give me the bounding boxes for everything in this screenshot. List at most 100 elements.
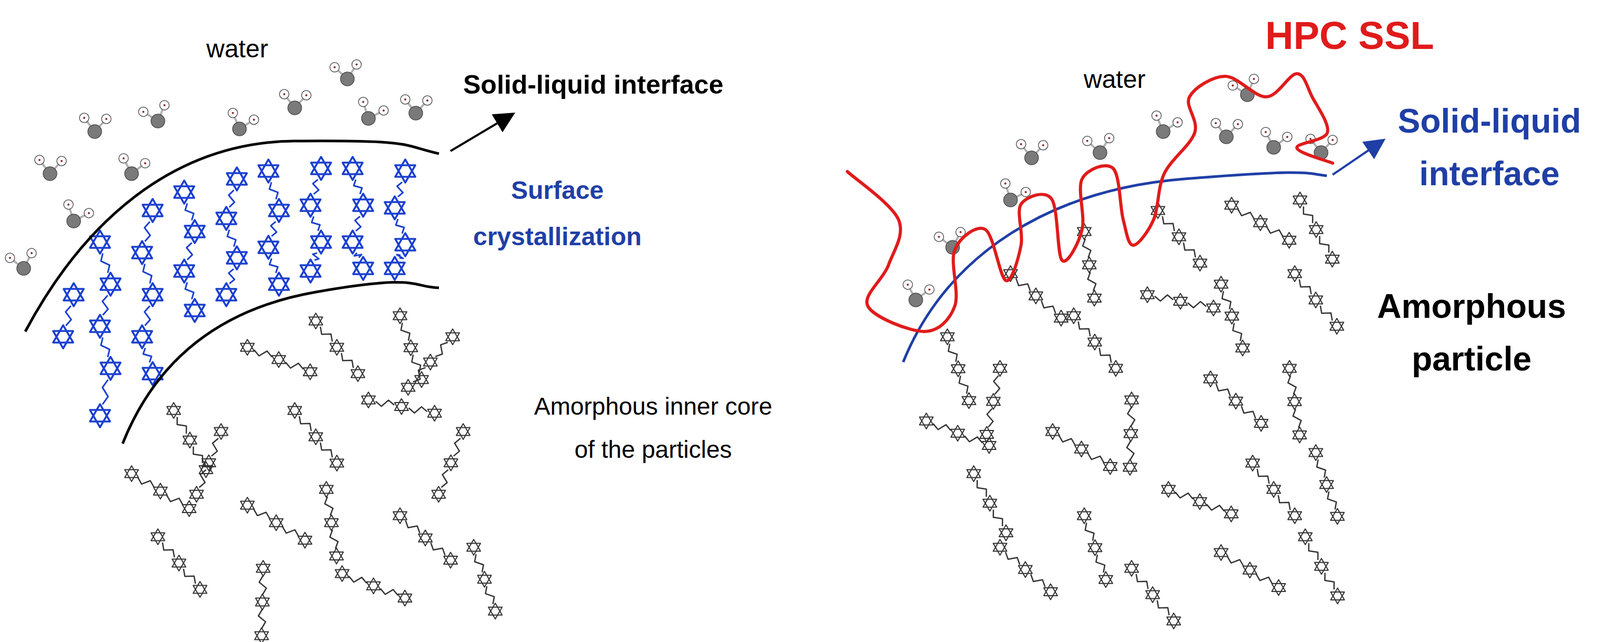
hydrogen-atom <box>118 153 129 164</box>
hydrogen-dot <box>1176 121 1179 124</box>
hydrogen-dot <box>1331 138 1334 142</box>
hydrogen-dot <box>1042 144 1045 147</box>
linker-bond <box>380 588 399 596</box>
ring-symbol <box>982 437 996 454</box>
linker-bond <box>993 510 1003 527</box>
linker-bond <box>1082 238 1092 258</box>
hydrogen-atom <box>34 155 45 165</box>
linker-bond <box>166 495 184 506</box>
ring-symbol <box>166 402 181 419</box>
ring-symbol <box>1330 587 1345 604</box>
linker-bond <box>1005 552 1020 565</box>
ring-symbol <box>300 259 321 283</box>
linker-bond <box>313 179 319 195</box>
ring-symbol <box>394 398 409 415</box>
ring-symbol <box>351 365 365 382</box>
core-boundary <box>122 282 439 444</box>
hydrogen-dot <box>937 235 940 238</box>
linker-bond <box>1087 272 1097 292</box>
hydrogen-dot <box>1155 114 1158 117</box>
oxygen-atom <box>408 106 423 120</box>
layer-label: Surface crystallization <box>462 167 653 260</box>
ring-symbol <box>100 356 121 380</box>
ring-symbol <box>1224 197 1239 214</box>
ring-symbol <box>311 230 332 254</box>
ring-symbol <box>1325 251 1339 267</box>
linker-bond <box>977 480 987 497</box>
ring-symbol <box>1124 560 1139 577</box>
linker-bond <box>341 353 354 368</box>
linker-bond <box>1127 407 1135 427</box>
linker-bond <box>1016 278 1031 292</box>
hydrogen-atom <box>924 284 935 295</box>
ring-symbol <box>184 220 205 244</box>
ring-symbol <box>53 325 74 349</box>
oxygen-atom <box>232 122 247 136</box>
ring-symbol <box>324 514 339 531</box>
ring-symbol <box>174 259 195 283</box>
hydrogen-dot <box>1236 123 1239 126</box>
ring-symbol <box>1161 481 1176 498</box>
hydrogen-atom <box>1000 178 1010 189</box>
ring-symbol <box>1235 340 1250 356</box>
ring-symbol <box>300 193 321 217</box>
hydrogen-atom <box>330 62 340 73</box>
hydrogen-dot <box>362 101 365 104</box>
hydrogen-dot <box>252 118 255 122</box>
oxygen-atom <box>361 111 376 126</box>
linker-bond <box>253 508 270 519</box>
linker-bond <box>185 203 194 220</box>
ring-symbol <box>329 548 344 565</box>
oxygen-atom <box>908 293 923 307</box>
ring-symbol <box>353 256 374 280</box>
ring-symbol <box>330 455 344 472</box>
oxygen-atom <box>1093 145 1107 160</box>
linker-bond <box>1232 323 1242 342</box>
linker-bond <box>258 575 267 595</box>
linker-bond <box>143 263 152 284</box>
ring-symbol <box>90 314 110 338</box>
hydrogen-dot <box>1214 122 1217 125</box>
ring-symbol <box>1172 228 1186 245</box>
polymer-chain <box>847 73 1333 332</box>
ring-symbol <box>330 339 344 356</box>
linker-bond <box>1058 435 1076 446</box>
hydrogen-atom <box>1327 135 1338 145</box>
ring-symbol <box>342 230 363 254</box>
linker-bond <box>1078 321 1091 337</box>
molecule-layer <box>5 60 1345 642</box>
linker-bond <box>948 343 958 362</box>
hydrogen-dot <box>283 93 286 96</box>
linker-bond <box>1222 291 1232 309</box>
ring-symbol <box>384 256 405 280</box>
linker-bond <box>396 254 404 259</box>
ring-symbol <box>1314 558 1329 575</box>
oxygen-atom <box>87 124 102 139</box>
ring-symbol <box>1330 318 1344 335</box>
ring-symbol <box>1145 586 1160 603</box>
ring-symbol <box>1123 459 1137 476</box>
ring-symbol <box>1308 292 1323 308</box>
ring-symbol <box>393 307 407 324</box>
ring-symbol <box>1243 562 1257 578</box>
ring-symbol <box>132 325 153 349</box>
hydrogen-atom <box>1151 111 1162 121</box>
hydrogen-atom <box>227 108 238 118</box>
hydrogen-dot <box>959 231 962 234</box>
ring-symbol <box>268 198 289 223</box>
polymer-label: HPC SSL <box>1265 14 1445 57</box>
ring-symbol <box>1173 293 1188 310</box>
linker-bond <box>408 406 428 414</box>
hydrogen-dot <box>333 66 336 69</box>
linker-bond <box>65 305 72 326</box>
ring-symbol <box>980 426 994 443</box>
ring-symbol <box>1214 276 1228 293</box>
hydrogen-dot <box>105 117 108 120</box>
linker-bond <box>271 221 277 237</box>
ring-symbol <box>1224 506 1238 523</box>
hydrogen-atom <box>101 114 112 124</box>
ring-symbol <box>993 539 1007 556</box>
ring-symbol <box>466 539 481 556</box>
hydrogen-atom <box>301 90 312 100</box>
linker-bond <box>185 282 194 299</box>
